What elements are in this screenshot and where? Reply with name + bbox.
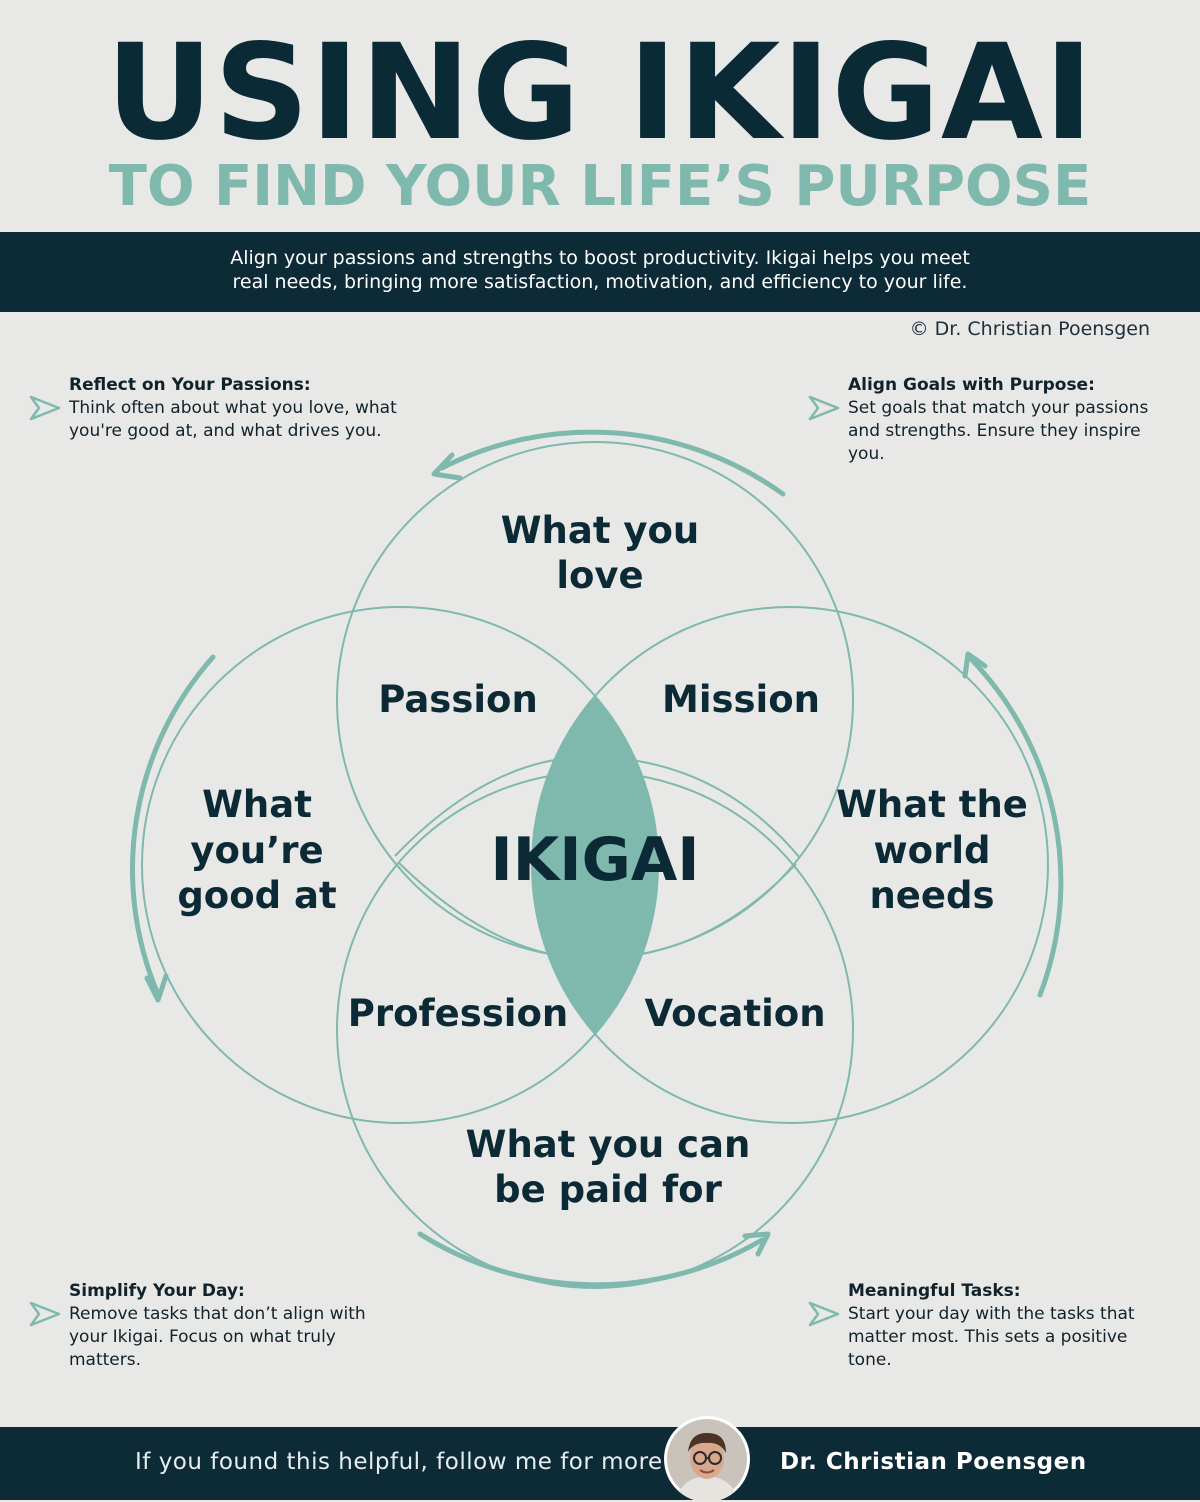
label-profession: Profession — [348, 992, 568, 1035]
intro-line-1: Align your passions and strengths to boo… — [230, 247, 970, 269]
label-paid-line1: What you can — [466, 1123, 751, 1166]
footer-bar — [0, 1427, 1200, 1500]
arc-arrow-left — [130, 654, 216, 995]
tip-body: Remove tasks that don’t align with your … — [69, 1304, 366, 1370]
footer-cta: If you found this helpful, follow me for… — [135, 1449, 663, 1475]
label-passion: Passion — [378, 678, 538, 721]
label-world-line2: world — [873, 829, 990, 872]
avatar-portrait-icon — [667, 1419, 747, 1502]
send-arrow-icon — [29, 1301, 61, 1327]
intro-text: Align your passions and strengths to boo… — [200, 246, 1000, 294]
copyright: © Dr. Christian Poensgen — [909, 318, 1150, 340]
page-subtitle: TO FIND YOUR LIFE’S PURPOSE — [108, 154, 1092, 219]
tip-body: Start your day with the tasks that matte… — [848, 1304, 1135, 1370]
label-world-line3: needs — [869, 874, 994, 917]
label-good-line3: good at — [177, 874, 336, 917]
label-love-line2: love — [556, 554, 643, 597]
label-good-line1: What — [202, 783, 312, 826]
intro-band — [0, 232, 1200, 312]
tip-reflect: Reflect on Your Passions: Think often ab… — [29, 374, 409, 443]
tip-simplify: Simplify Your Day: Remove tasks that don… — [29, 1280, 389, 1372]
label-vocation: Vocation — [644, 992, 825, 1035]
label-ikigai: IKIGAI — [490, 825, 699, 895]
arc-arrow-bottom-head — [742, 1231, 771, 1257]
tip-meaningful: Meaningful Tasks: Start your day with th… — [808, 1280, 1158, 1372]
label-world-line1: What the — [836, 783, 1028, 826]
label-paid-line2: be paid for — [494, 1168, 722, 1211]
tip-title: Simplify Your Day: — [69, 1281, 245, 1301]
arc-arrow-right-head — [962, 651, 988, 679]
arc-arrow-top — [439, 429, 786, 497]
page-title: USING IKIGAI — [105, 16, 1095, 170]
footer-author-name: Dr. Christian Poensgen — [780, 1449, 1087, 1475]
tip-title: Align Goals with Purpose: — [848, 375, 1095, 395]
intro-line-2: real needs, bringing more satisfaction, … — [232, 271, 968, 293]
label-mission: Mission — [662, 678, 820, 721]
tip-title: Reflect on Your Passions: — [69, 375, 311, 395]
tip-body: Think often about what you love, what yo… — [69, 398, 397, 441]
tip-body: Set goals that match your passions and s… — [848, 398, 1149, 464]
tip-title: Meaningful Tasks: — [848, 1281, 1021, 1301]
label-good-line2: you’re — [190, 829, 323, 872]
arc-arrow-left-head — [144, 973, 169, 1003]
arc-arrow-bottom — [417, 1231, 765, 1288]
arc-arrow-top-head — [431, 452, 463, 481]
send-arrow-icon — [808, 395, 840, 421]
avatar[interactable] — [664, 1416, 750, 1502]
label-love-line1: What you — [501, 509, 700, 552]
ikigai-lens-outline-bottom — [397, 861, 797, 961]
ikigai-lens-outline — [394, 755, 801, 859]
arc-arrow-right — [969, 657, 1064, 998]
tip-align: Align Goals with Purpose: Set goals that… — [808, 374, 1168, 466]
send-arrow-icon — [808, 1301, 840, 1327]
send-arrow-icon — [29, 395, 61, 421]
